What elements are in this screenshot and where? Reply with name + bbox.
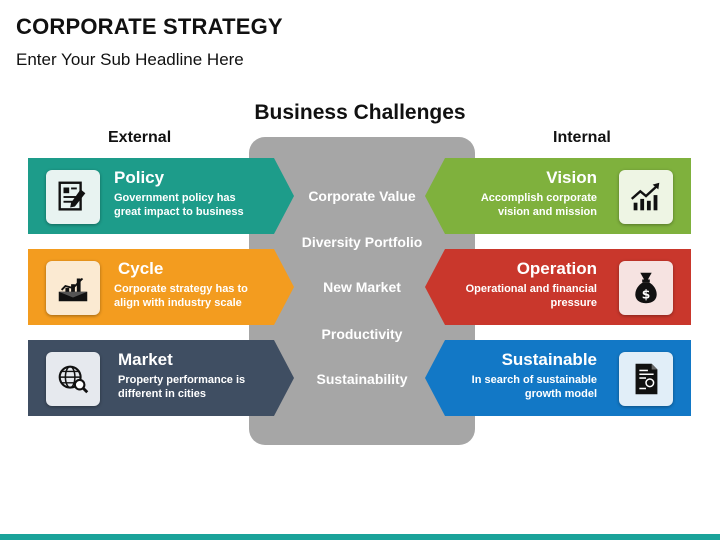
card-vision: Vision Accomplish corporate vision and m…	[425, 158, 691, 234]
card-cycle-desc-line2: align with industry scale	[114, 297, 242, 309]
card-cycle-title: Cycle	[118, 259, 164, 278]
card-vision-desc-line2: vision and mission	[497, 206, 597, 218]
card-sustainable: Sustainable In search of sustainable gro…	[425, 340, 691, 416]
challenge-diversity-portfolio: Diversity Portfolio	[301, 234, 423, 250]
card-vision-title: Vision	[546, 168, 597, 187]
challenge-new-market: New Market	[323, 279, 401, 295]
challenge-productivity: Productivity	[321, 326, 403, 342]
business-challenges-title: Business Challenges	[254, 101, 466, 124]
challenge-corporate-value: Corporate Value	[308, 188, 416, 204]
challenge-sustainability: Sustainability	[316, 371, 408, 387]
card-operation-desc-line2: pressure	[550, 297, 597, 309]
card-cycle-desc: Corporate strategy has to align with ind…	[114, 282, 248, 310]
growth-chart-icon	[619, 170, 673, 224]
card-market-title: Market	[118, 350, 173, 369]
card-cycle-desc-line1: Corporate strategy has to	[114, 283, 248, 295]
certificate-icon	[619, 352, 673, 406]
card-vision-desc: Accomplish corporate vision and mission	[481, 191, 597, 219]
internal-heading: Internal	[553, 129, 611, 146]
card-cycle: Cycle Corporate strategy has to align wi…	[28, 249, 294, 325]
svg-text:$: $	[642, 287, 651, 301]
card-policy-desc: Government policy has great impact to bu…	[114, 191, 244, 219]
page-subtitle: Enter Your Sub Headline Here	[16, 50, 244, 69]
card-operation-title: Operation	[516, 259, 597, 278]
card-sustainable-desc-line2: growth model	[524, 388, 597, 400]
card-sustainable-title: Sustainable	[501, 350, 597, 369]
money-bag-icon: $	[619, 261, 673, 315]
card-policy: Policy Government policy has great impac…	[28, 158, 294, 234]
footer-bar	[0, 534, 720, 540]
document-pen-icon	[46, 170, 100, 224]
card-sustainable-desc: In search of sustainable growth model	[472, 373, 597, 401]
card-market-desc-line2: different in cities	[118, 388, 207, 400]
external-heading: External	[108, 129, 172, 146]
bar-chart-icon	[46, 261, 100, 315]
card-sustainable-desc-line1: In search of sustainable	[471, 374, 597, 386]
card-vision-desc-line1: Accomplish corporate	[480, 192, 597, 204]
card-market-desc-line1: Property performance is	[118, 374, 246, 386]
globe-search-icon	[46, 352, 100, 406]
card-operation: $ Operation Operational and financial pr…	[425, 249, 691, 325]
card-operation-desc-line1: Operational and financial	[465, 283, 597, 295]
card-policy-desc-line1: Government policy has	[114, 192, 236, 204]
card-policy-desc-line2: great impact to business	[114, 206, 244, 218]
card-market: Market Property performance is different…	[28, 340, 294, 416]
card-operation-desc: Operational and financial pressure	[466, 282, 597, 310]
card-policy-title: Policy	[114, 168, 165, 187]
card-market-desc: Property performance is different in cit…	[118, 373, 245, 401]
page-title: CORPORATE STRATEGY	[16, 14, 283, 39]
